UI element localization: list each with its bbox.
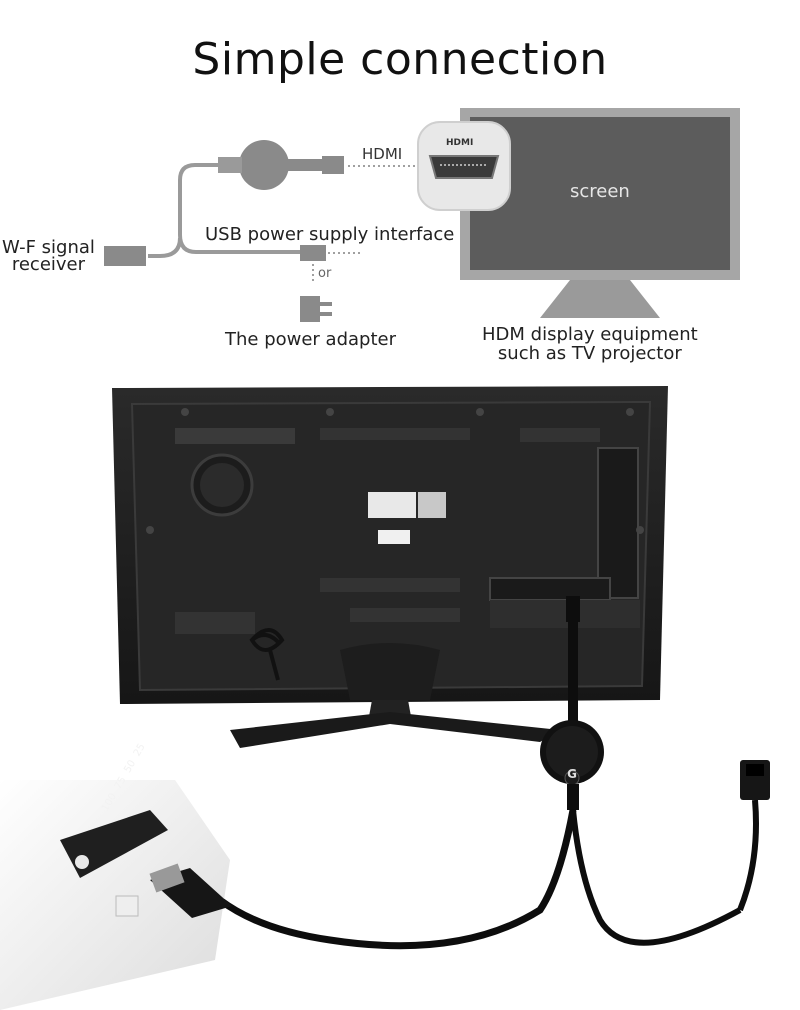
display-label-line2: such as TV projector: [497, 343, 682, 364]
screen-label: screen: [570, 181, 630, 202]
power-adapter-icon: [300, 296, 320, 322]
port-panel: [597, 447, 639, 599]
y-cable-right: [570, 809, 742, 946]
tv-stand-base: [230, 712, 560, 748]
port-label: HDMI: [446, 138, 474, 148]
tv-stand-neck: [340, 643, 440, 700]
or-label: or: [318, 266, 332, 281]
page-title: Simple connection: [192, 34, 608, 85]
wifi-receiver-icon: [104, 246, 146, 266]
connection-diagram: [104, 108, 740, 322]
y-cable-left: [217, 809, 577, 950]
power-cord: [249, 628, 285, 681]
usb-label: USB power supply interface: [205, 224, 455, 245]
setup-photo: [0, 386, 770, 1010]
vent-grill: [175, 428, 295, 444]
power-bank: [0, 780, 230, 1010]
screen-stand: [540, 280, 660, 318]
dongle-icon: [239, 140, 289, 190]
dongle-logo: G: [567, 767, 577, 781]
wifi-label: W-F signal receiver: [2, 237, 95, 275]
tv-sticker: [368, 492, 416, 518]
screen-panel: [470, 117, 730, 270]
display-label: HDM display equipment such as TV project…: [482, 325, 698, 363]
power-button-icon: [75, 855, 89, 869]
wifi-label-line2: receiver: [11, 254, 86, 275]
hdmi-port-icon: [428, 155, 500, 179]
adapter-label: The power adapter: [225, 329, 396, 350]
display-label-line1: HDM display equipment: [482, 324, 698, 345]
hdmi-label: HDMI: [362, 145, 403, 163]
usb-plug-icon: [300, 245, 326, 261]
wifi-label-line1: W-F signal: [2, 237, 95, 258]
